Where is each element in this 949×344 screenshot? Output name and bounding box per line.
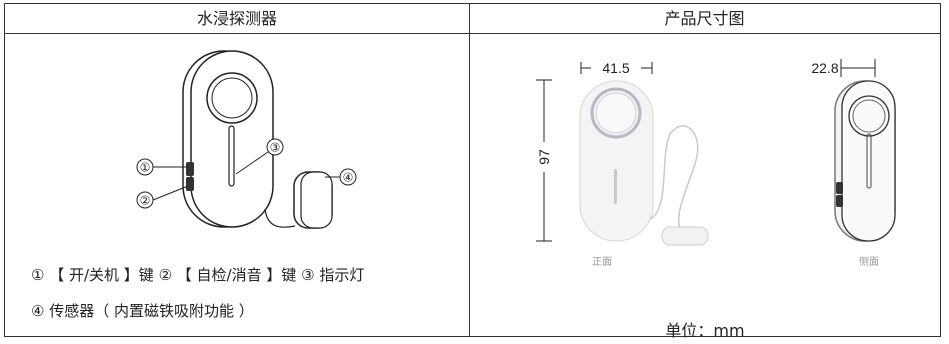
device-front <box>190 50 274 228</box>
callout-4: ④ <box>343 171 354 185</box>
dimensions-cell: 41.5 97 正面 22.8 <box>470 34 940 340</box>
unit-label: 单位：mm <box>665 321 745 340</box>
sensor-cable <box>264 208 296 228</box>
front-caption: 正面 <box>592 257 612 268</box>
front-cable <box>649 125 699 235</box>
callout-2: ② <box>140 194 151 208</box>
power-button <box>186 162 194 176</box>
callout-3-circle <box>266 138 284 156</box>
side-device-front <box>841 80 896 242</box>
side-indicator <box>866 133 872 189</box>
dimension-drawing: 41.5 97 正面 22.8 <box>536 59 896 268</box>
side-ring-icon <box>848 95 890 137</box>
height-value: 97 <box>536 149 552 165</box>
detector-cell: ① ② ③ ④ ① 【 开/关机 】键 ② 【 自检/消音 】键 ③ 指示灯 ④… <box>5 34 469 336</box>
front-indicator <box>614 169 617 204</box>
legend-line-1: ① 【 开/关机 】键 ② 【 自检/消音 】键 ③ 指示灯 <box>31 266 365 284</box>
front-ring-inner <box>595 92 637 134</box>
depth-value: 22.8 <box>811 60 838 76</box>
side-button-1 <box>836 182 843 194</box>
front-sensor <box>661 226 709 246</box>
detector-illustration: ① ② ③ ④ <box>136 50 357 229</box>
header-detector: 水浸探测器 <box>5 4 469 34</box>
legend-line-2: ④ 传感器（ 内置磁铁吸附功能 ） <box>31 302 254 320</box>
ring-inner <box>211 77 253 119</box>
front-ring-icon <box>590 87 642 139</box>
width-value: 41.5 <box>602 60 629 76</box>
callout-2-line <box>152 185 189 201</box>
spec-table: 水浸探测器 产品尺寸图 ① ② <box>4 3 941 340</box>
test-button <box>186 177 194 191</box>
side-caption: 侧面 <box>859 255 879 268</box>
callout-3-line <box>235 151 269 175</box>
header-dimensions: 产品尺寸图 <box>469 4 940 34</box>
side-ring-inner <box>852 99 886 133</box>
sensor-front <box>300 171 333 229</box>
callout-3: ③ <box>270 141 281 155</box>
side-button-2 <box>836 195 843 207</box>
column-divider <box>469 4 470 336</box>
callout-1: ① <box>140 161 151 175</box>
indicator-slot <box>228 125 235 187</box>
ring-icon <box>206 72 258 124</box>
